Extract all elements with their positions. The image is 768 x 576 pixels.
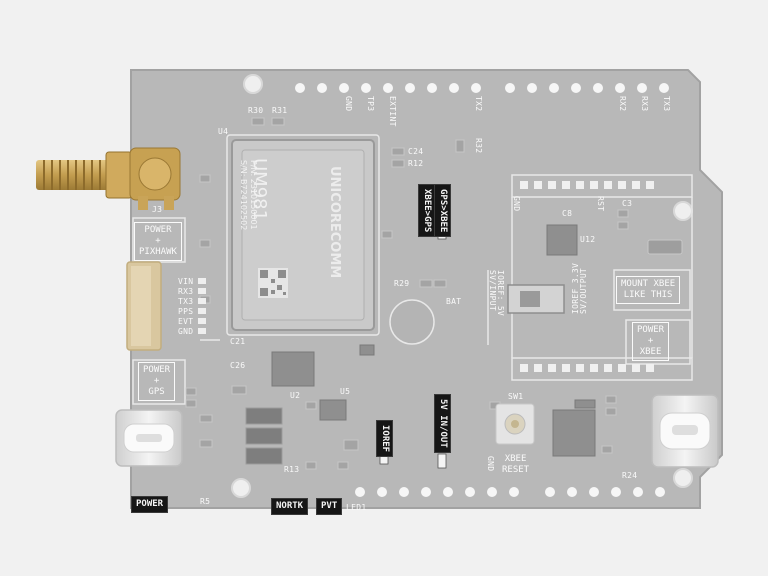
ref-u5: U5 xyxy=(340,387,351,396)
ref-r5: R5 xyxy=(200,497,211,506)
usb-c-left xyxy=(115,409,183,467)
pin-label-evt: EVT xyxy=(178,317,194,326)
usb-c-right xyxy=(651,394,719,468)
ref-u4: U4 xyxy=(218,127,229,136)
ref-r30: R30 xyxy=(248,106,264,115)
ref-c24: C24 xyxy=(408,147,424,156)
ref-r13: R13 xyxy=(284,465,300,474)
ic-xbee-uart xyxy=(552,409,596,457)
power-led-tag: POWER xyxy=(131,496,169,513)
qr-code xyxy=(258,268,288,298)
hdr-tp3: TP3 xyxy=(366,96,375,112)
hdr-rst: RST xyxy=(596,196,605,212)
ref-u2: U2 xyxy=(290,391,301,400)
ref-sw1: SW1 xyxy=(508,392,524,401)
module-sn-text: S/N: B724102502 xyxy=(239,160,248,231)
pin-label-tx3: TX3 xyxy=(178,297,194,306)
pin-label-pps: PPS xyxy=(178,307,194,316)
pin-label-rx3: RX3 xyxy=(178,287,194,296)
hdr-extint: EXTINT xyxy=(388,96,397,127)
ic-u5 xyxy=(319,399,347,421)
pvt-led-tag: PVT xyxy=(316,498,343,515)
ref-c21: C21 xyxy=(230,337,246,346)
mounting-hole xyxy=(243,74,263,94)
ioref-3v3-label: IOREF 3.3V SV/OUTPUT xyxy=(571,262,588,314)
ic-u2 xyxy=(271,351,315,387)
reset-button xyxy=(495,403,535,445)
bottom-header-pads xyxy=(355,487,665,497)
hdr-gnd-bottom: GND xyxy=(486,456,495,472)
ioref-tag: IOREF xyxy=(376,420,393,458)
ref-u12: U12 xyxy=(580,235,596,244)
power-pixhawk-label: POWER + PIXHAWK xyxy=(134,222,182,261)
pin-label-gnd: GND xyxy=(178,327,194,336)
ref-r12: R12 xyxy=(408,159,424,168)
xbee-gps-tag: XBEE>GPS xyxy=(418,184,435,238)
xbee-reset-label: XBEE RESET xyxy=(502,454,530,475)
bat-label: BAT xyxy=(446,297,462,306)
mount-xbee-label: MOUNT XBEE LIKE THIS xyxy=(616,276,681,304)
hdr-gnd-mid: GND xyxy=(512,196,521,212)
ref-c3: C3 xyxy=(622,199,633,208)
hdr-rx2: RX2 xyxy=(618,96,627,112)
hdr-tx3: TX3 xyxy=(662,96,671,112)
mounting-hole xyxy=(231,478,251,498)
sma-connector xyxy=(36,147,181,210)
ref-r32: R32 xyxy=(474,138,483,154)
hdr-tx2: TX2 xyxy=(474,96,483,112)
mounting-hole xyxy=(673,468,693,488)
ioref-5v-label: IOREF: 5V SV/INPUT xyxy=(488,270,505,317)
battery-holder xyxy=(389,299,435,345)
gps-xbee-tag: GPS>XBEE xyxy=(434,184,451,238)
hdr-rx3: RX3 xyxy=(640,96,649,112)
hdr-gnd-top: GND xyxy=(344,96,353,112)
top-header-pads xyxy=(295,83,669,93)
ref-r29: R29 xyxy=(394,279,410,288)
module-brand-text: UNICORECOMM xyxy=(327,166,342,279)
pin-label-vin: VIN xyxy=(178,277,194,286)
power-gps-label: POWER + GPS xyxy=(138,362,176,401)
power-xbee-label: POWER + XBEE xyxy=(632,322,670,361)
ref-j3: J3 xyxy=(152,205,163,214)
ic-u12 xyxy=(546,224,578,256)
ref-led1: LED1 xyxy=(346,503,367,512)
ref-c26: C26 xyxy=(230,361,246,370)
ref-r24: R24 xyxy=(622,471,638,480)
ref-r31: R31 xyxy=(272,106,288,115)
ref-c8: C8 xyxy=(562,209,573,218)
five-v-tag: 5V IN/OUT xyxy=(434,394,451,453)
mounting-hole xyxy=(673,201,693,221)
module-pn-text: P/N: 2310150001 xyxy=(249,160,258,230)
nortk-led-tag: NORTK xyxy=(271,498,309,515)
